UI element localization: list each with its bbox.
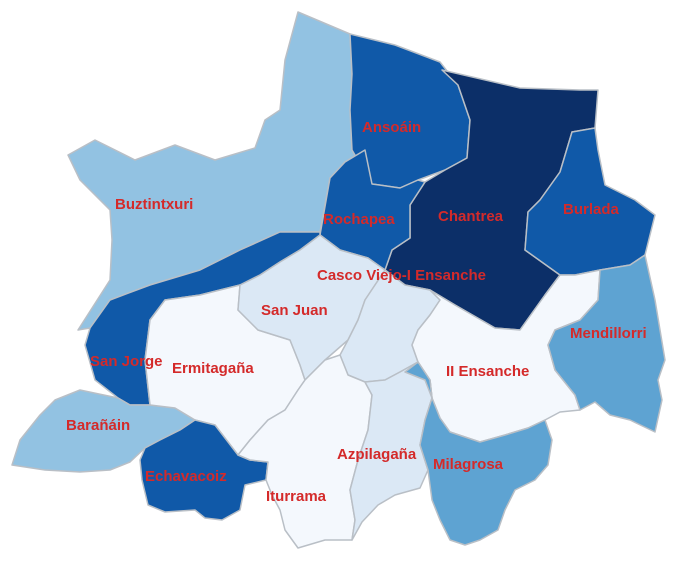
- label-baranain: Barañáin: [66, 417, 130, 434]
- region-ansoain[interactable]: [349, 33, 471, 189]
- label-azpilagana: Azpilagaña: [337, 446, 417, 463]
- label-san-jorge: San Jorge: [90, 353, 163, 370]
- label-casco-viejo: Casco Viejo-I Ensanche: [317, 267, 486, 284]
- label-echavacoiz: Echavacoiz: [145, 468, 227, 485]
- region-mendillorri[interactable]: [547, 254, 666, 433]
- label-san-juan: San Juan: [261, 302, 328, 319]
- label-ermitagana: Ermitagaña: [172, 360, 254, 377]
- label-mendillorri: Mendillorri: [570, 325, 647, 342]
- label-buztintxuri: Buztintxuri: [115, 196, 193, 213]
- label-burlada: Burlada: [563, 201, 620, 218]
- region-iturrama[interactable]: [237, 354, 373, 549]
- region-milagrosa[interactable]: [404, 361, 553, 546]
- label-iturrama: Iturrama: [266, 488, 327, 505]
- label-ansoain: Ansoáin: [362, 119, 421, 136]
- label-rochapea: Rochapea: [323, 211, 395, 228]
- label-milagrosa: Milagrosa: [433, 456, 504, 473]
- region-ii-ensanche[interactable]: [411, 269, 601, 443]
- label-chantrea: Chantrea: [438, 208, 504, 225]
- label-ii-ensanche: II Ensanche: [446, 363, 529, 380]
